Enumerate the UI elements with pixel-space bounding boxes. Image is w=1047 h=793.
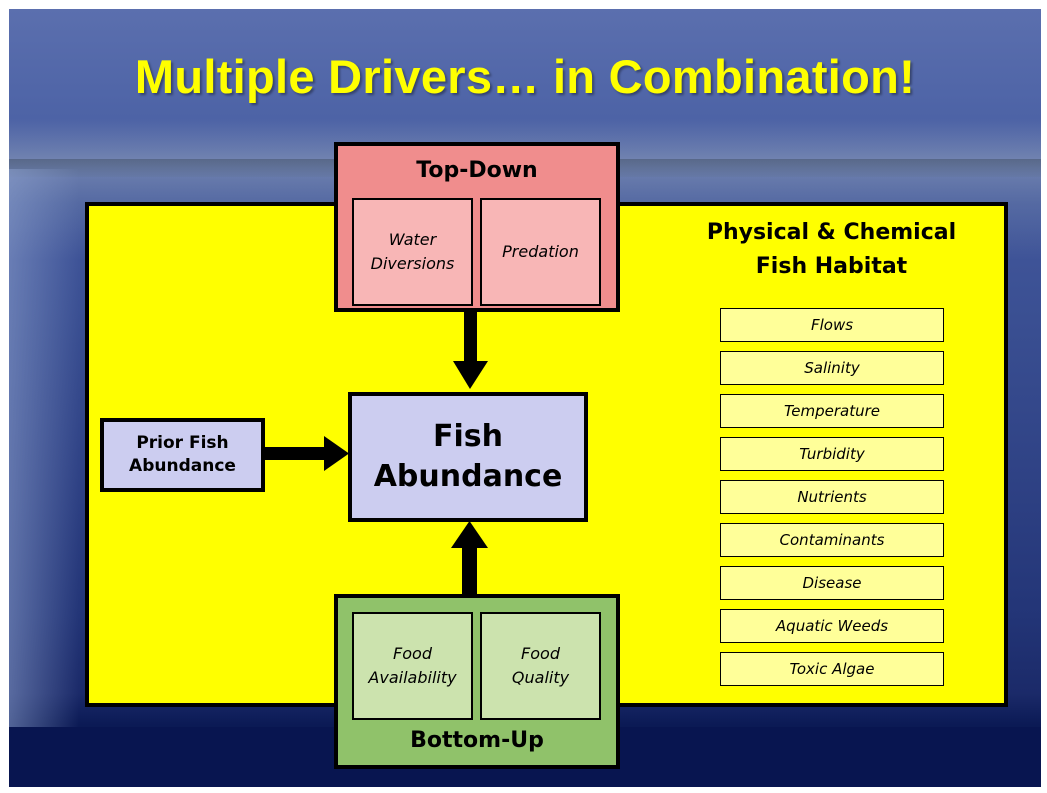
driver-predation: Predation <box>480 198 601 306</box>
fish-abundance-line1: Fish <box>433 419 503 454</box>
habitat-item-temperature: Temperature <box>720 394 944 428</box>
habitat-item-toxic-algae: Toxic Algae <box>720 652 944 686</box>
habitat-item-salinity: Salinity <box>720 351 944 385</box>
fish-abundance-line2: Abundance <box>373 459 563 494</box>
arrow-bottom-up <box>451 521 488 598</box>
habitat-item-contaminants: Contaminants <box>720 523 944 557</box>
top-down-label: Top-Down <box>416 158 538 183</box>
driver-food-availability: Food Availability <box>352 612 473 720</box>
prior-fish-abundance-line2: Abundance <box>129 456 236 476</box>
prior-fish-abundance-line1: Prior Fish <box>136 433 229 453</box>
driver-food-quality: Food Quality <box>480 612 601 720</box>
arrow-prior-abundance <box>264 436 349 471</box>
habitat-item-turbidity: Turbidity <box>720 437 944 471</box>
habitat-item-nutrients: Nutrients <box>720 480 944 514</box>
habitat-item-flows: Flows <box>720 308 944 342</box>
slide-title: Multiple Drivers… in Combination! <box>134 50 916 103</box>
habitat-title-line1: Physical & Chemical <box>706 220 957 245</box>
driver-food-quality-label: Food Quality <box>511 644 570 687</box>
prior-fish-abundance-box: Prior Fish Abundance <box>100 418 265 492</box>
habitat-title-line2: Fish Habitat <box>755 254 908 279</box>
slide: Multiple Drivers… in Combination! Physic… <box>9 9 1041 787</box>
habitat-item-disease: Disease <box>720 566 944 600</box>
bottom-up-box: Food Availability Food Quality Bottom-Up <box>334 594 620 769</box>
top-down-box: Top-Down Water Diversions Predation <box>334 142 620 312</box>
fish-abundance-box: Fish Abundance <box>348 392 588 522</box>
arrows-layer <box>264 309 488 598</box>
driver-food-availability-label: Food Availability <box>368 644 457 687</box>
habitat-item-aquatic-weeds: Aquatic Weeds <box>720 609 944 643</box>
bottom-up-label: Bottom-Up <box>410 728 544 753</box>
arrow-top-down <box>453 309 488 389</box>
habitat-title: Physical & Chemical Fish Habitat <box>674 216 989 284</box>
background-left-glow <box>9 169 79 729</box>
driver-water-diversions: Water Diversions <box>352 198 473 306</box>
